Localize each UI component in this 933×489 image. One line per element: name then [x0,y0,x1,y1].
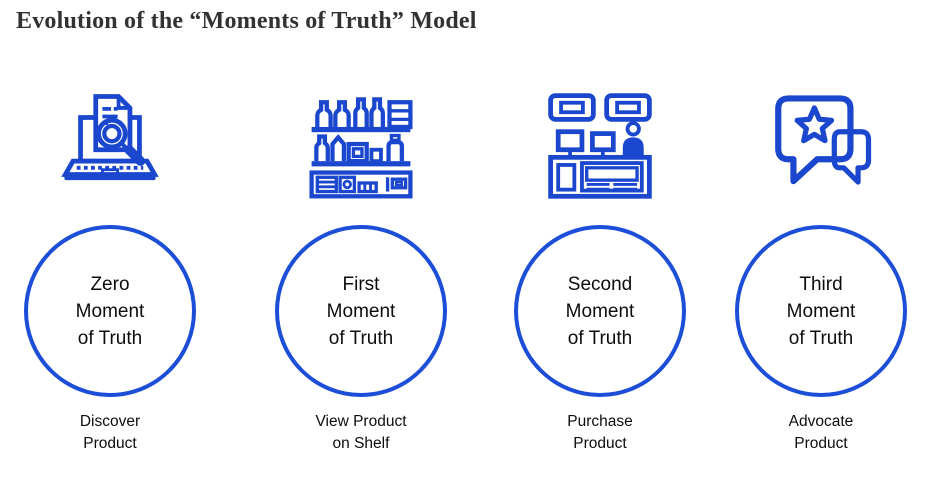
review-chat-star-icon [775,95,872,185]
smot-circle: Second Moment of Truth [514,225,686,397]
checkout-counter-icon [548,93,652,199]
purchase-product-icon-wrap [490,85,710,205]
discover-search-laptop-icon [61,94,159,181]
store-shelf-icon [309,97,413,199]
stage-first-moment: First Moment of Truth View Product on Sh… [251,85,471,455]
stage-second-moment: Second Moment of Truth Purchase Product [490,85,710,455]
zmot-circle: Zero Moment of Truth [24,225,196,397]
zmot-caption: Discover Product [79,413,141,452]
advocate-product-icon-wrap [711,85,931,205]
fmot-caption: View Product on Shelf [315,413,407,452]
smot-caption: Purchase Product [567,413,633,452]
discover-product-icon-wrap [0,85,220,205]
smot-circle-label: Second Moment of Truth [565,273,635,349]
tmot-circle: Third Moment of Truth [735,225,907,397]
tmot-caption: Advocate Product [788,413,854,452]
fmot-circle: First Moment of Truth [275,225,447,397]
stage-third-moment: Third Moment of Truth Advocate Product [711,85,931,455]
tmot-circle-label: Third Moment of Truth [786,273,856,349]
fmot-circle-label: First Moment of Truth [326,273,396,349]
page-title: Evolution of the “Moments of Truth” Mode… [16,8,477,34]
view-product-icon-wrap [251,85,471,205]
stage-zero-moment: Zero Moment of Truth Discover Product [0,85,220,455]
zmot-circle-label: Zero Moment of Truth [75,273,145,349]
